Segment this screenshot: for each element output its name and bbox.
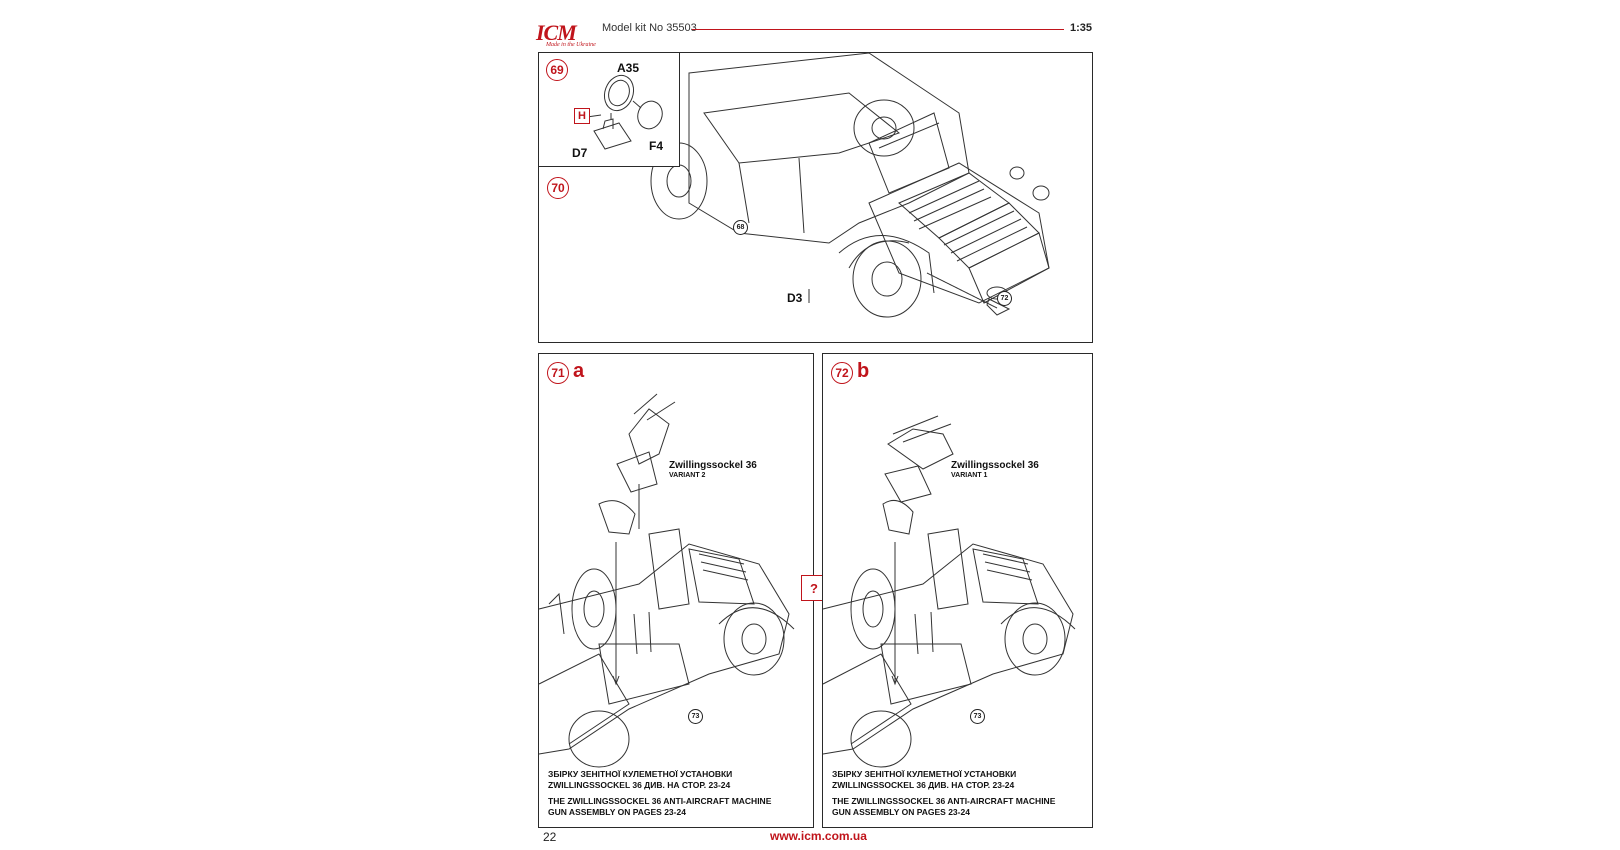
ref-68-circle: 68 bbox=[733, 220, 748, 235]
variant-b-drawing bbox=[823, 354, 1094, 829]
part-f4-label: F4 bbox=[649, 139, 664, 153]
assembly-note-en-left: THE ZWILLINGSSOCKEL 36 ANTI-AIRCRAFT MAC… bbox=[548, 796, 772, 817]
step-72-panel: 72 b Zwillingssockel 36 VARIANT 1 73 ЗБІ… bbox=[822, 353, 1093, 828]
step-70-number: 70 bbox=[547, 177, 569, 199]
ref-73-circle-left: 73 bbox=[688, 709, 703, 724]
variant-b-letter: b bbox=[857, 360, 870, 382]
scale-label: 1:35 bbox=[1070, 22, 1093, 34]
step-69-number: 69 bbox=[546, 59, 568, 81]
step-70-panel: 70 D3 68 72 69 A35 H F4 D7 bbox=[538, 52, 1093, 343]
assembly-note-en-right: THE ZWILLINGSSOCKEL 36 ANTI-AIRCRAFT MAC… bbox=[832, 796, 1056, 817]
callout-sub-variant-1: VARIANT 1 bbox=[951, 472, 988, 479]
logo-text: ICM bbox=[536, 20, 577, 45]
callout-title-variant-1: Zwillingssockel 36 bbox=[951, 460, 1039, 471]
step-69-inset: 69 A35 H F4 D7 bbox=[538, 52, 680, 167]
step-71-number: 71 bbox=[547, 362, 569, 384]
header-rule bbox=[692, 29, 1064, 30]
page-number: 22 bbox=[543, 830, 557, 844]
assembly-note-ua-right: ЗБІРКУ ЗЕНІТНОЇ КУЛЕМЕТНОЇ УСТАНОВКИ ZWI… bbox=[832, 769, 1017, 790]
part-h-badge: H bbox=[574, 108, 590, 124]
ref-73-circle-right: 73 bbox=[970, 709, 985, 724]
logo-tagline: Made in the Ukraine bbox=[546, 42, 596, 48]
step-71-panel: 71 a Zwillingssockel 36 VARIANT 2 73 ЗБІ… bbox=[538, 353, 814, 828]
mirror-assembly-drawing bbox=[539, 53, 681, 168]
callout-sub-variant-2: VARIANT 2 bbox=[669, 472, 706, 479]
kit-number: Model kit No 35503 bbox=[602, 22, 697, 34]
website-link[interactable]: www.icm.com.ua bbox=[770, 829, 867, 843]
part-d3-label: D3 bbox=[787, 291, 803, 305]
assembly-note-ua-left: ЗБІРКУ ЗЕНІТНОЇ КУЛЕМЕТНОЇ УСТАНОВКИ ZWI… bbox=[548, 769, 733, 790]
variant-a-drawing bbox=[539, 354, 815, 829]
callout-title-variant-2: Zwillingssockel 36 bbox=[669, 460, 757, 471]
step-72-number: 72 bbox=[831, 362, 853, 384]
ref-72-circle: 72 bbox=[997, 291, 1012, 306]
part-a35-label: A35 bbox=[617, 61, 640, 75]
variant-a-letter: a bbox=[573, 360, 585, 382]
part-d7-label: D7 bbox=[572, 146, 588, 160]
icm-logo: ICM Made in the Ukraine bbox=[536, 18, 600, 48]
